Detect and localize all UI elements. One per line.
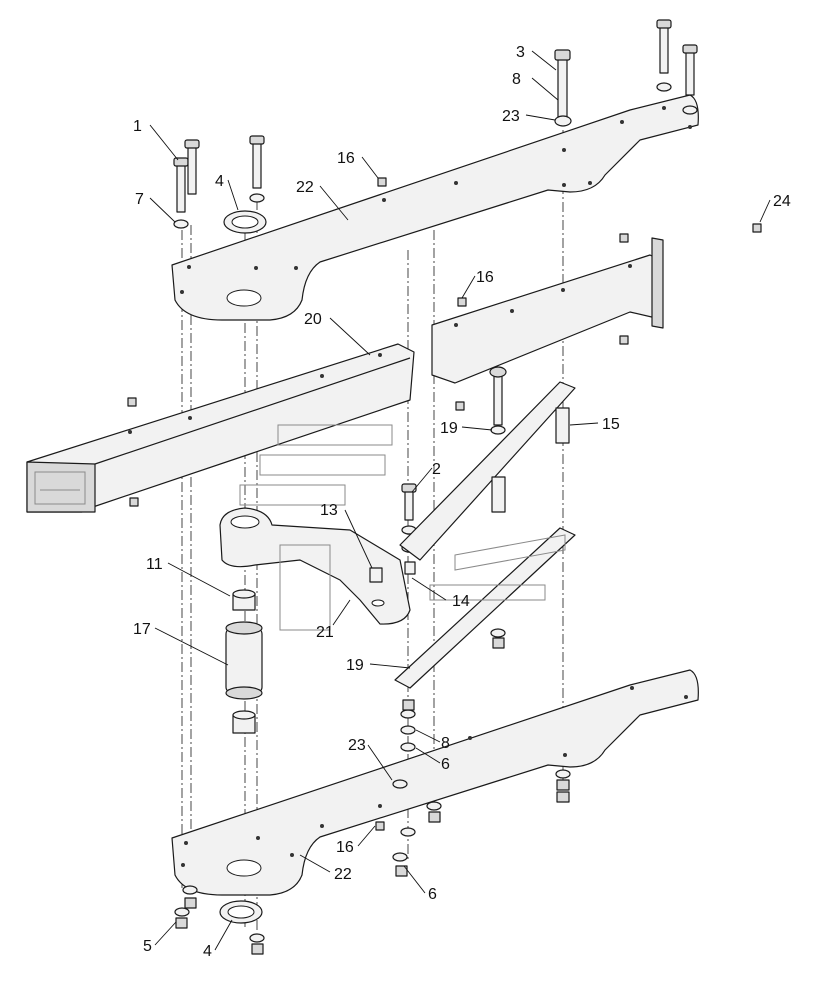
callout-19: 19 [440, 420, 458, 437]
leader-lines [149, 50, 771, 951]
callout-6: 6 [428, 886, 437, 903]
callout-19: 19 [346, 657, 364, 674]
callout-8: 8 [441, 735, 450, 752]
lower-plate-22 [171, 669, 699, 896]
callout-23: 23 [348, 737, 366, 754]
bolts-top [173, 19, 698, 521]
callout-20: 20 [304, 311, 322, 328]
link-arms-19 [394, 381, 576, 689]
callout-5: 5 [143, 938, 152, 955]
bearings-4 [219, 210, 267, 924]
callout-13: 13 [320, 502, 338, 519]
callout-labels: 1 2 3 4 4 5 6 6 7 8 8 11 13 14 15 16 16 … [133, 44, 791, 960]
callout-14: 14 [452, 593, 470, 610]
callout-6: 6 [441, 756, 450, 773]
washers [173, 82, 698, 943]
guard-outline [239, 424, 566, 631]
callout-22: 22 [296, 179, 314, 196]
callout-11: 11 [146, 556, 163, 573]
callout-8: 8 [512, 71, 521, 88]
callout-21: 21 [316, 624, 334, 641]
callout-3: 3 [516, 44, 525, 61]
callout-7: 7 [135, 191, 144, 208]
callout-23: 23 [502, 108, 520, 125]
callout-4: 4 [215, 173, 224, 190]
beam-20-left [26, 343, 415, 513]
upper-plate-22 [171, 94, 699, 321]
callout-15: 15 [602, 416, 620, 433]
steering-arm-13 [219, 507, 416, 625]
callout-24: 24 [773, 193, 791, 210]
callout-1: 1 [133, 118, 142, 135]
callout-16: 16 [476, 269, 494, 286]
callout-17: 17 [133, 621, 151, 638]
callout-16: 16 [336, 839, 354, 856]
callout-16: 16 [337, 150, 355, 167]
kingpin-17 [225, 589, 263, 734]
nuts [127, 177, 762, 955]
callout-2: 2 [432, 461, 441, 478]
callout-4: 4 [203, 943, 212, 960]
callout-22: 22 [334, 866, 352, 883]
beam-20-right [431, 237, 664, 384]
